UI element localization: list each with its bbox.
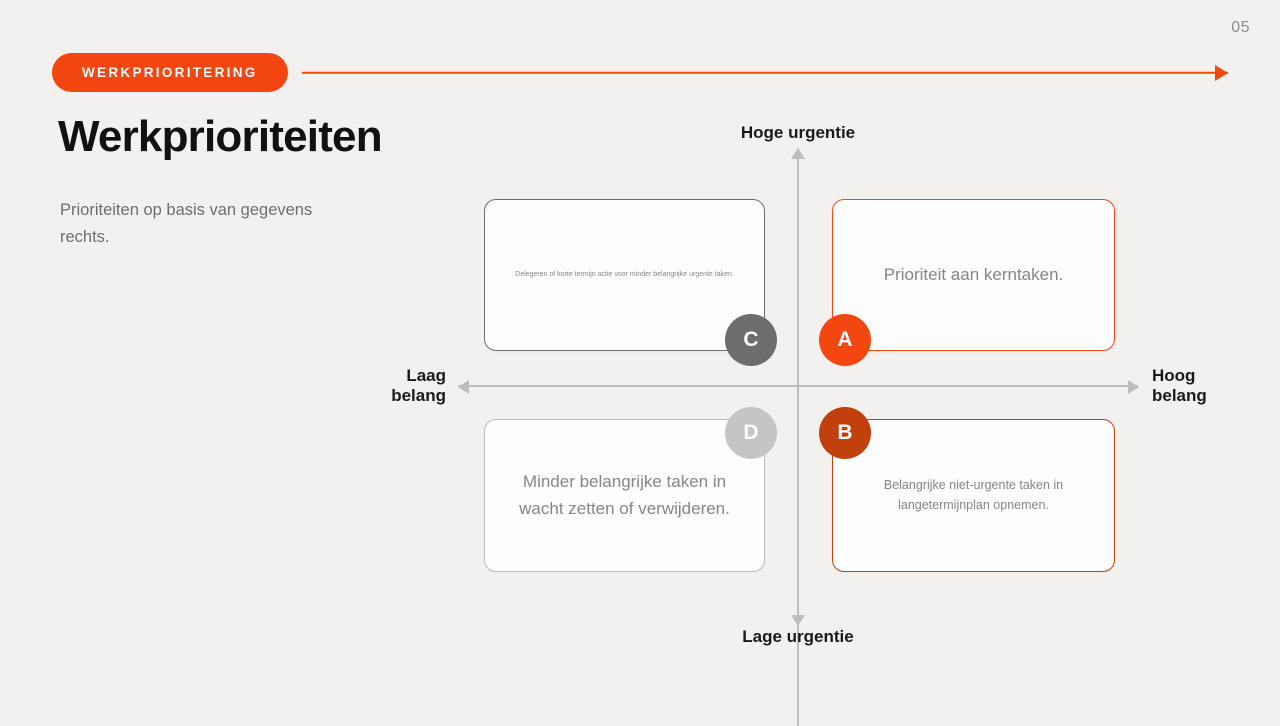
quadrant-card-c[interactable]: Delegeren of korte termijn actie voor mi…	[484, 199, 765, 351]
page-number: 05	[1231, 19, 1250, 36]
quadrant-card-d[interactable]: Minder belangrijke taken in wacht zetten…	[484, 419, 765, 572]
arrow-right-axis-icon	[1128, 380, 1139, 394]
quadrant-text-c: Delegeren of korte termijn actie voor mi…	[515, 271, 734, 279]
arrow-left-icon	[458, 380, 469, 394]
page-title: Werkprioriteiten	[58, 112, 383, 161]
horizontal-axis-line	[458, 385, 1138, 387]
vertical-axis-line	[797, 148, 799, 726]
quadrant-badge-c[interactable]: C	[725, 314, 777, 366]
eyebrow-pill: WERKPRIORITERING	[52, 53, 288, 92]
page-subtitle: Prioriteiten op basis van gegevens recht…	[60, 201, 313, 246]
quadrant-badge-d[interactable]: D	[725, 407, 777, 459]
quadrant-badge-b[interactable]: B	[819, 407, 871, 459]
axis-label-low-urgency: Lage urgentie	[742, 627, 854, 646]
eyebrow-rule	[302, 71, 1228, 74]
arrow-right-icon	[1215, 64, 1228, 81]
arrow-up-icon	[791, 148, 805, 159]
priority-matrix: Hoge urgentie Lage urgentie Laag belang …	[380, 110, 1280, 726]
axis-label-high-urgency: Hoge urgentie	[740, 123, 856, 142]
eyebrow-row: WERKPRIORITERING	[52, 53, 1228, 92]
axis-label-high-importance: Hoog belang	[1152, 366, 1207, 405]
quadrant-card-b[interactable]: Belangrijke niet-urgente taken in langet…	[832, 419, 1115, 572]
quadrant-card-a[interactable]: Prioriteit aan kerntaken.	[832, 199, 1115, 351]
quadrant-text-a: Prioriteit aan kerntaken.	[883, 264, 1064, 284]
arrow-down-icon	[791, 615, 805, 626]
quadrant-badge-a[interactable]: A	[819, 314, 871, 366]
quadrant-text-b: Belangrijke niet-urgente taken in langet…	[883, 478, 1064, 512]
quadrant-text-d: Minder belangrijke taken in wacht zetten…	[519, 472, 730, 518]
axis-label-low-importance: Laag belang	[391, 366, 446, 405]
